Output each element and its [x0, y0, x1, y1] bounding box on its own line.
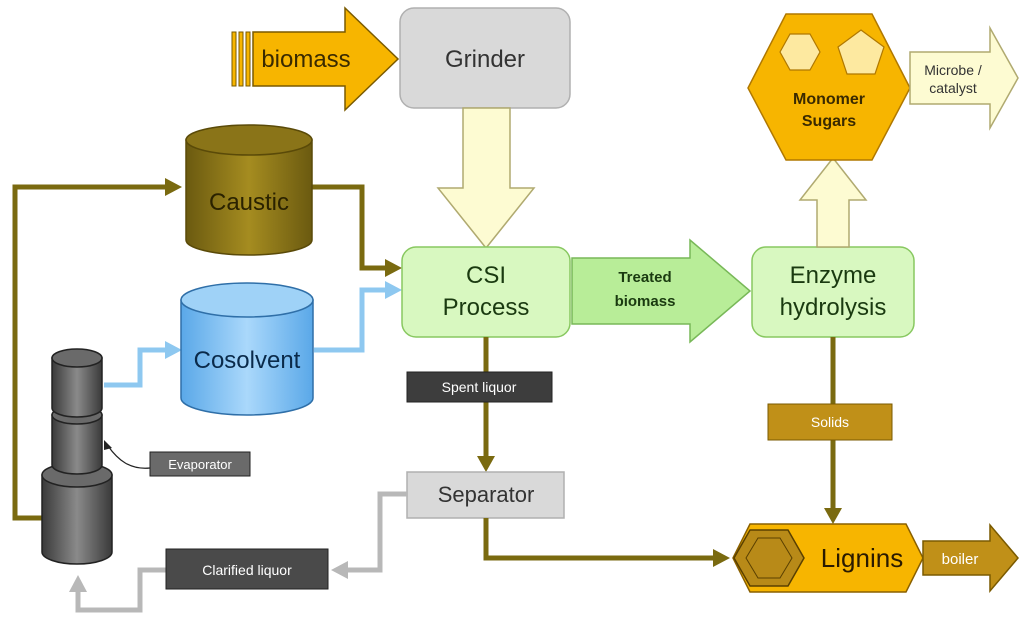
clarified-liquor-label: Clarified liquor — [202, 562, 292, 578]
cosolvent-tank: Cosolvent — [180, 282, 314, 416]
boiler-arrow: boiler — [922, 522, 1019, 594]
enzyme-label-line2: hydrolysis — [780, 294, 887, 321]
separator-to-lignins-line — [483, 518, 730, 567]
enzyme-label-line1: Enzyme — [790, 262, 877, 289]
biomass-label: biomass — [261, 46, 350, 73]
boiler-label: boiler — [942, 551, 979, 568]
csi-label-line2: Process — [443, 294, 530, 321]
csi-process-box: CSI Process — [401, 246, 571, 338]
microbe-label-line1: Microbe / — [924, 62, 982, 78]
enzyme-hydrolysis-box: Enzyme hydrolysis — [751, 246, 915, 338]
treated-biomass-arrow: Treated biomass — [571, 238, 752, 344]
clarified-return-line — [69, 491, 407, 613]
monomer-sugars-hexagon: Monomer Sugars — [747, 13, 911, 161]
treated-label-line2: biomass — [615, 293, 676, 310]
hexagon-molecule-icon — [779, 33, 821, 71]
monomer-label-line2: Sugars — [802, 113, 856, 130]
biomass-input-arrow: biomass — [231, 6, 400, 112]
grinder-box: Grinder — [399, 7, 571, 109]
evaporator-column — [41, 348, 113, 565]
cosolvent-to-csi-line — [314, 281, 402, 353]
cosolvent-label: Cosolvent — [194, 347, 301, 374]
caustic-tank: Caustic — [185, 124, 313, 256]
caustic-label: Caustic — [209, 189, 289, 216]
monomer-label-line1: Monomer — [793, 91, 865, 108]
pentagon-molecule-icon — [837, 29, 885, 75]
spent-liquor-label: Spent liquor — [442, 379, 517, 395]
grinder-to-csi-arrow — [436, 107, 536, 250]
microbe-label-line2: catalyst — [929, 80, 977, 96]
microbe-catalyst-arrow: Microbe / catalyst — [909, 25, 1019, 131]
lignins-box: Lignins — [732, 523, 924, 593]
evaporator-callout: Evaporator — [104, 440, 251, 477]
caustic-to-csi-line — [312, 184, 402, 277]
spent-liquor-tag: Spent liquor — [406, 371, 553, 403]
recycle-line — [12, 178, 182, 521]
separator-box: Separator — [406, 471, 565, 519]
evaporator-label: Evaporator — [168, 457, 232, 472]
grinder-label: Grinder — [445, 46, 525, 73]
treated-label-line1: Treated — [618, 269, 671, 286]
solids-tag: Solids — [767, 403, 893, 441]
solids-label: Solids — [811, 414, 849, 430]
lignin-molecule-icon — [733, 529, 805, 587]
lignins-label: Lignins — [821, 543, 903, 573]
enzyme-to-monomer-arrow — [798, 156, 868, 248]
clarified-liquor-tag: Clarified liquor — [165, 548, 329, 590]
separator-label: Separator — [438, 482, 535, 507]
evaporator-to-cosolvent-line — [104, 341, 182, 388]
csi-label-line1: CSI — [466, 262, 506, 289]
spent-liquor-line — [477, 337, 495, 472]
